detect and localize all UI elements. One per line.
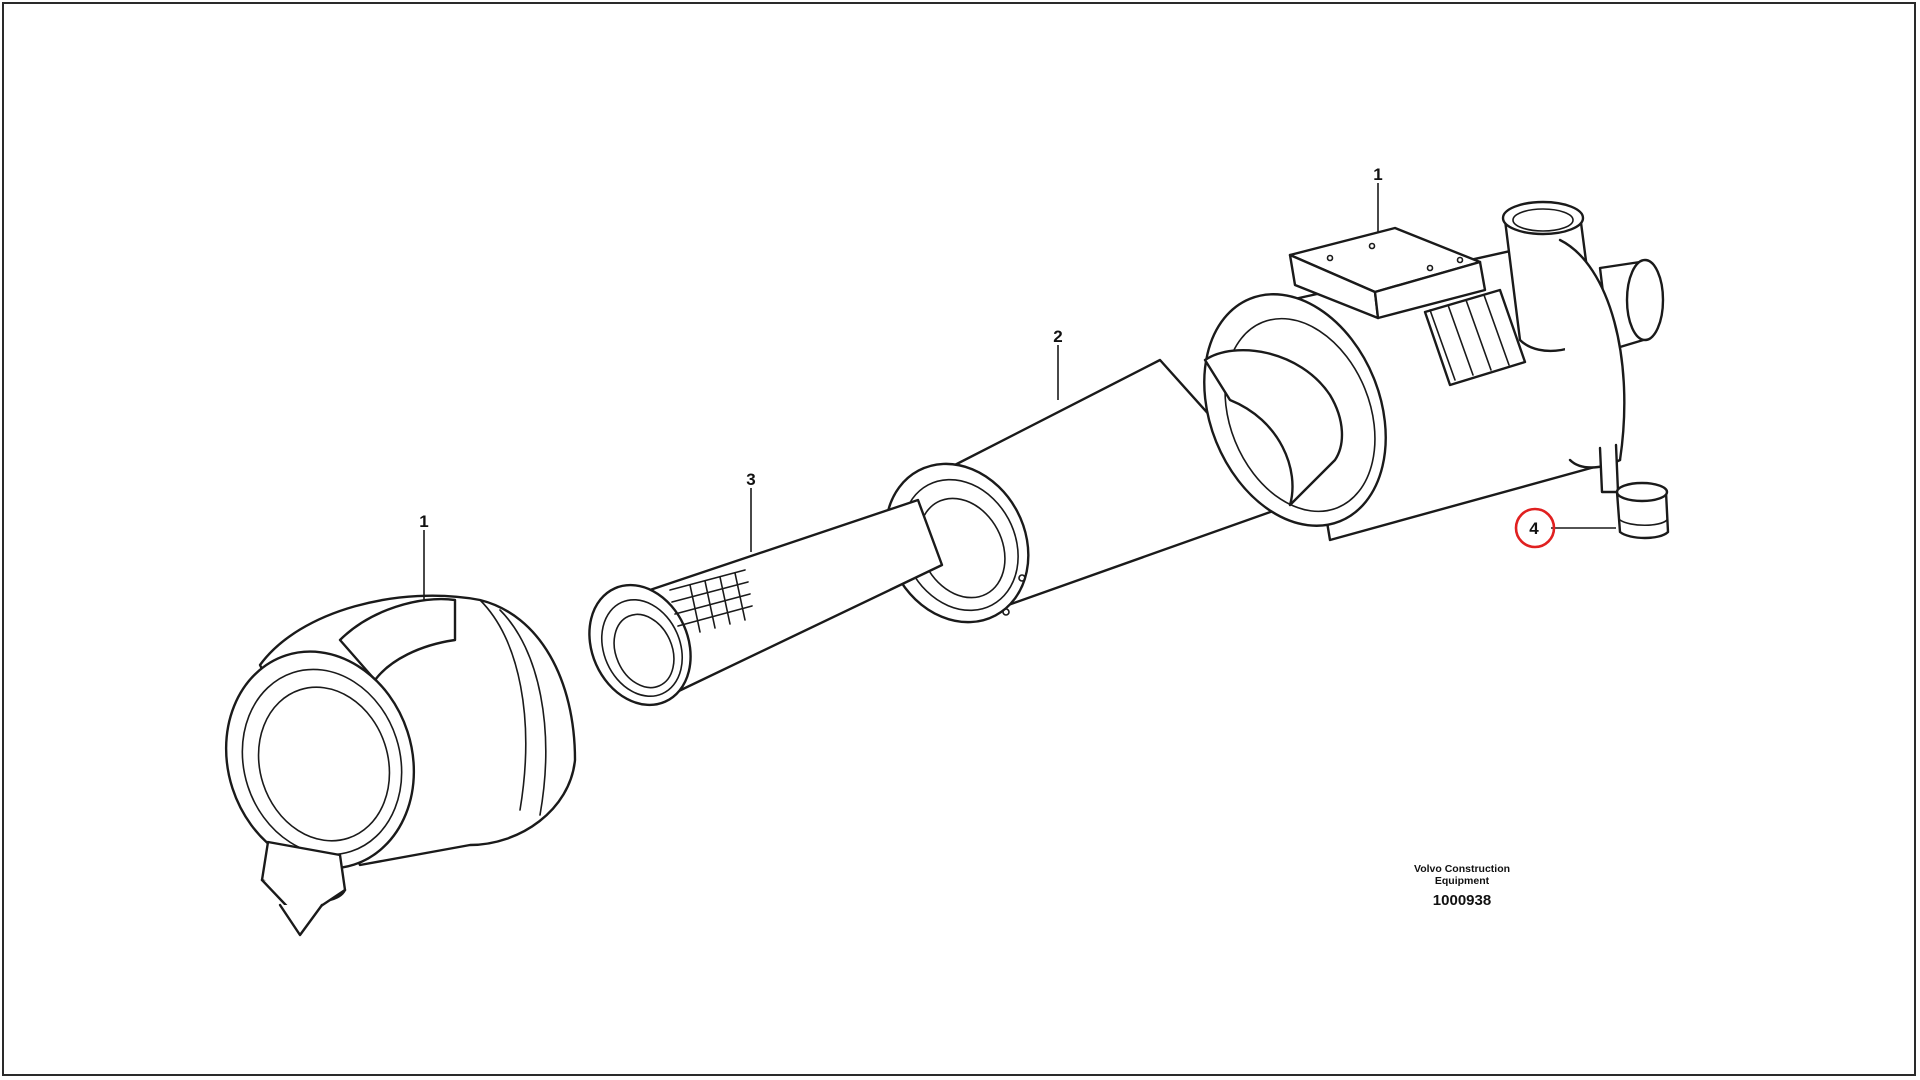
part-2-outer-filter-element xyxy=(884,358,1292,624)
callout-label-1-cover: 1 xyxy=(419,512,428,531)
part-1-end-cover xyxy=(224,594,577,937)
callout-label-2: 2 xyxy=(1053,327,1062,346)
callout-label-4: 4 xyxy=(1529,519,1539,538)
caption-company-line2: Equipment xyxy=(1435,875,1490,887)
caption-company-line1: Volvo Construction xyxy=(1414,863,1510,875)
part-1-filter-housing xyxy=(1203,200,1665,542)
highlight-circle xyxy=(1514,507,1556,549)
callout-label-3: 3 xyxy=(746,470,755,489)
part-3-inner-filter-element xyxy=(588,498,944,707)
part-4-plug xyxy=(1615,481,1670,540)
figure-number: 1000938 xyxy=(1433,892,1491,909)
callout-label-1-housing: 1 xyxy=(1373,165,1382,184)
